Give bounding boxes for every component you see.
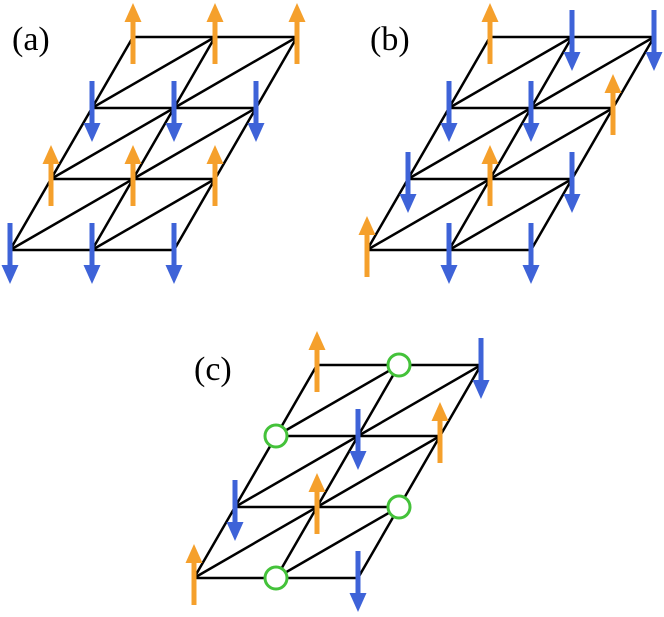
spin-down-arrow-icon [563, 152, 581, 213]
panel-a-bond [49, 106, 94, 181]
panel-a-bond [254, 35, 299, 110]
panel-c-bond [274, 505, 401, 580]
panel-c-bond [315, 434, 442, 509]
panel-c-bond [192, 505, 319, 580]
panel-c-bond [274, 363, 401, 438]
spin-up-arrow-icon [124, 145, 142, 206]
spin-up-arrow-icon [431, 402, 449, 463]
spin-down-arrow-icon [522, 81, 540, 142]
panel-a-label: (a) [12, 21, 50, 58]
panel-a-bond [8, 177, 135, 252]
spin-up-arrow-icon [308, 473, 326, 534]
spin-up-arrow-icon [42, 145, 60, 206]
vacancy-circle-icon [386, 352, 412, 378]
spin-down-arrow-icon [247, 81, 265, 142]
panel-b-bond [406, 106, 451, 181]
panel-c-bond [315, 434, 360, 509]
spin-down-arrow-icon [83, 81, 101, 142]
panel-b-bond [529, 177, 574, 252]
panel-c-lattice [192, 363, 483, 580]
panel-c-bond [192, 505, 237, 580]
panel-b-bond [488, 106, 615, 181]
panel-c-bond [356, 363, 401, 438]
panel-a-bond [90, 177, 135, 252]
panel-b-bond [365, 177, 410, 252]
spin-up-arrow-icon [481, 3, 499, 64]
panel-a-bond [8, 177, 53, 252]
panel-c-bond [397, 434, 442, 509]
panel-c-bond [233, 434, 278, 509]
panel-c: (c) [185, 331, 490, 612]
spin-down-arrow-icon [440, 223, 458, 284]
panel-a-sites [1, 3, 306, 284]
spin-up-arrow-icon [308, 331, 326, 392]
panel-c-bond [438, 363, 483, 438]
vacancy-circle-icon [386, 494, 412, 520]
panel-c-label: (c) [194, 351, 232, 388]
panel-c-bond [274, 363, 319, 438]
spin-down-arrow-icon [1, 223, 19, 284]
spin-down-arrow-icon [349, 409, 367, 470]
spin-down-arrow-icon [349, 551, 367, 612]
panel-b-lattice [365, 35, 656, 252]
panel-b-bond [365, 177, 492, 252]
panel-b-bond [529, 35, 574, 110]
panel-b-bond [611, 35, 656, 110]
panel-b-label: (b) [370, 21, 410, 58]
panel-b-bond [447, 35, 492, 110]
spin-up-arrow-icon [185, 544, 203, 605]
panel-b-bond [447, 35, 574, 110]
panel-a-lattice [8, 35, 299, 252]
spin-up-arrow-icon [358, 216, 376, 277]
panel-a-bond [90, 35, 217, 110]
panel-a: (a) [1, 3, 306, 284]
panel-b-bond [406, 106, 533, 181]
panel-c-bond [356, 505, 401, 580]
spin-down-arrow-icon [226, 480, 244, 541]
vacancy-circle-icon [263, 565, 289, 591]
panel-a-bond [172, 35, 299, 110]
spin-up-arrow-icon [124, 3, 142, 64]
spin-down-arrow-icon [440, 81, 458, 142]
panel-a-bond [131, 106, 176, 181]
panel-c-bond [233, 434, 360, 509]
panel-c-bond [274, 505, 319, 580]
spin-down-arrow-icon [165, 223, 183, 284]
panel-a-bond [90, 35, 135, 110]
panel-b: (b) [358, 3, 663, 284]
panel-b-sites [358, 3, 663, 284]
spin-down-arrow-icon [645, 10, 663, 71]
spin-down-arrow-icon [83, 223, 101, 284]
spin-down-arrow-icon [165, 81, 183, 142]
spin-up-arrow-icon [481, 145, 499, 206]
panel-b-bond [570, 106, 615, 181]
panel-c-sites [185, 331, 490, 612]
spin-down-arrow-icon [472, 338, 490, 399]
spin-down-arrow-icon [522, 223, 540, 284]
vacancy-circle-icon [263, 423, 289, 449]
spin-up-arrow-icon [206, 145, 224, 206]
spin-down-arrow-icon [563, 10, 581, 71]
panel-a-bond [172, 177, 217, 252]
panel-b-bond [488, 106, 533, 181]
panel-c-bond [356, 363, 483, 438]
panel-b-bond [447, 177, 492, 252]
panel-a-bond [90, 177, 217, 252]
panel-a-bond [49, 106, 176, 181]
spin-down-arrow-icon [399, 152, 417, 213]
spin-up-arrow-icon [604, 74, 622, 135]
panel-a-bond [213, 106, 258, 181]
panel-a-bond [172, 35, 217, 110]
spin-up-arrow-icon [206, 3, 224, 64]
spin-up-arrow-icon [288, 3, 306, 64]
panel-b-bond [447, 177, 574, 252]
panel-a-bond [131, 106, 258, 181]
panel-b-bond [529, 35, 656, 110]
